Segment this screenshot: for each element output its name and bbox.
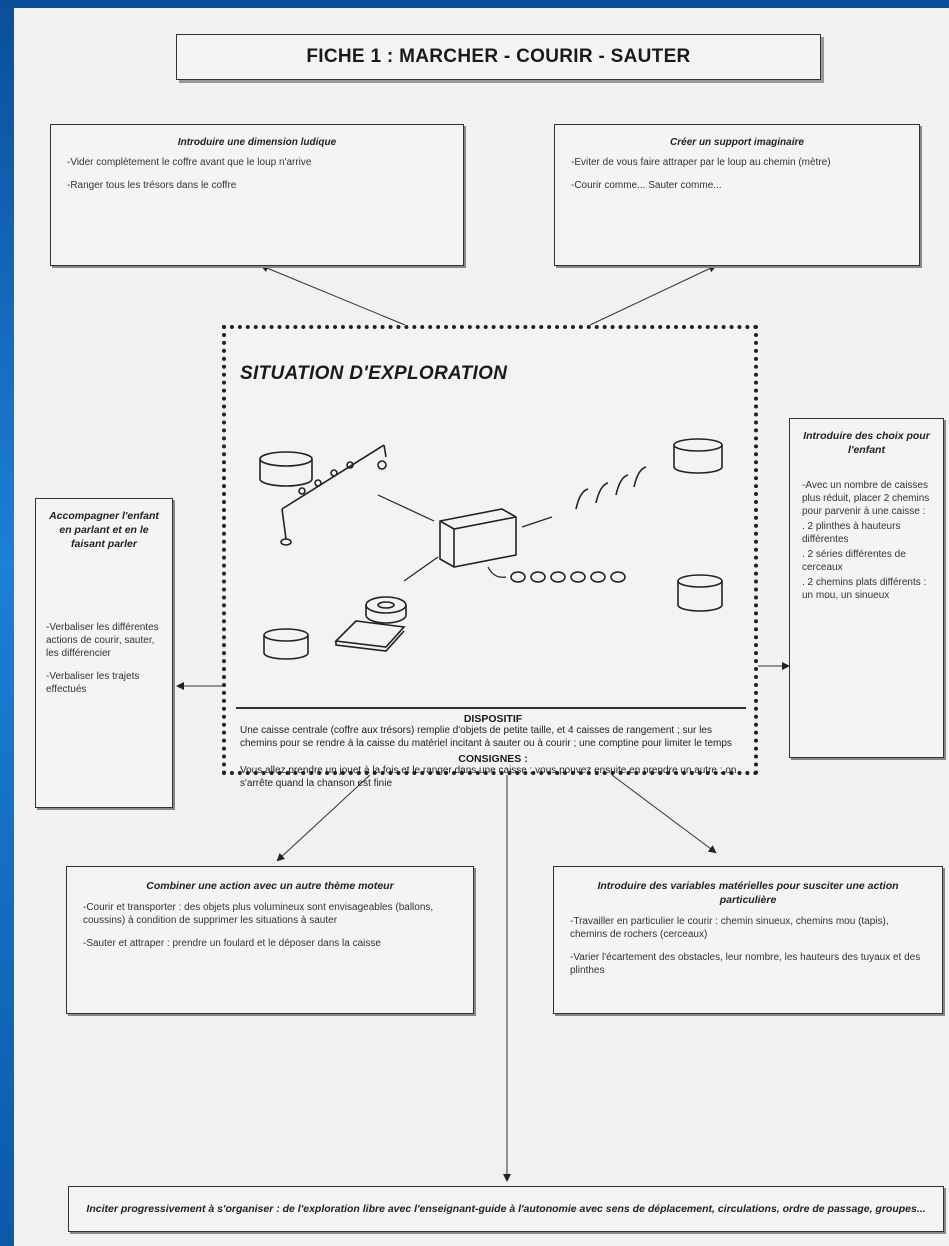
- exploration-situation-box: SITUATION D'EXPLORATION: [222, 325, 758, 789]
- footer-text: Inciter progressivement à s'organiser : …: [86, 1202, 926, 1215]
- storage-bin-bottom-left: [263, 628, 309, 660]
- storage-bin-top-right: [673, 438, 723, 474]
- dispositif-title: DISPOSITIF: [463, 713, 523, 725]
- right-text-1: -Avec un nombre de caisses plus réduit, …: [802, 480, 930, 517]
- arrow-to-bottom-left: [276, 774, 371, 862]
- bottom-left-title: Combiner une action avec un autre thème …: [146, 880, 394, 892]
- mat: [334, 620, 406, 652]
- left-text-1: -Verbaliser les différentes actions de c…: [46, 622, 159, 659]
- top-right-box: Créer un support imaginaire -Eviter de v…: [554, 124, 920, 266]
- top-right-text-1: -Eviter de vous faire attraper par le lo…: [571, 157, 831, 168]
- hoop-line: [510, 571, 626, 583]
- bottom-left-text-2: -Sauter et attraper : prendre un foulard…: [83, 938, 381, 949]
- bottom-right-title: Introduire des variables matérielles pou…: [597, 880, 899, 906]
- top-left-text-1: -Vider complètement le coffre avant que …: [67, 157, 312, 168]
- stepping-stones: [575, 466, 647, 510]
- bottom-left-text-1: -Courir et transporter : des objets plus…: [83, 902, 434, 926]
- worksheet-title: FICHE 1 : MARCHER - COURIR - SAUTER: [176, 34, 821, 80]
- right-text-2: . 2 plinthes à hauteurs différentes: [802, 521, 901, 545]
- right-text-4: . 2 chemins plats différents : un mou, u…: [802, 577, 927, 601]
- right-text-3: . 2 séries différentes de cerceaux: [802, 549, 906, 573]
- bottom-right-text-2: -Varier l'écartement des obstacles, leur…: [570, 952, 921, 976]
- top-left-text-2: -Ranger tous les trésors dans le coffre: [67, 180, 237, 191]
- right-title: Introduire des choix pour l'enfant: [803, 430, 930, 456]
- tire-stack: [365, 596, 407, 624]
- dispositif-section: DISPOSITIF Une caisse centrale (coffre a…: [240, 713, 746, 793]
- arrow-to-bottom-right: [611, 774, 717, 854]
- activity-drawing: [259, 438, 723, 660]
- left-title: Accompagner l'enfant en parlant et en le…: [49, 510, 159, 550]
- exploration-divider: [236, 707, 746, 709]
- hurdle-rack: [280, 444, 387, 546]
- consignes-title: CONSIGNES :: [458, 753, 528, 765]
- arrow-to-top-right: [589, 264, 717, 326]
- left-box: Accompagner l'enfant en parlant et en le…: [35, 498, 173, 808]
- dispositif-text: Une caisse centrale (coffre aux trésors)…: [240, 725, 732, 749]
- footer-box: Inciter progressivement à s'organiser : …: [68, 1186, 944, 1232]
- top-left-title: Introduire une dimension ludique: [177, 137, 337, 148]
- bottom-right-box: Introduire des variables matérielles pou…: [553, 866, 943, 1014]
- bottom-left-box: Combiner une action avec un autre thème …: [66, 866, 474, 1014]
- left-text-2: -Verbaliser les trajets effectués: [46, 671, 140, 695]
- top-left-box: Introduire une dimension ludique -Vider …: [50, 124, 464, 266]
- central-treasure-chest: [439, 508, 517, 568]
- arrow-to-top-left: [260, 264, 406, 326]
- storage-bin-bottom-right: [677, 574, 723, 612]
- bottom-right-text-1: -Travailler en particulier le courir : c…: [570, 916, 889, 940]
- consignes-text: Vous allez prendre un jouet à la fois et…: [240, 765, 737, 789]
- exploration-title: SITUATION D'EXPLORATION: [240, 363, 508, 384]
- right-box: Introduire des choix pour l'enfant -Avec…: [789, 418, 944, 758]
- top-right-text-2: -Courir comme... Sauter comme...: [571, 180, 722, 191]
- top-right-title: Créer un support imaginaire: [670, 137, 804, 148]
- storage-bin-top-left: [259, 451, 313, 487]
